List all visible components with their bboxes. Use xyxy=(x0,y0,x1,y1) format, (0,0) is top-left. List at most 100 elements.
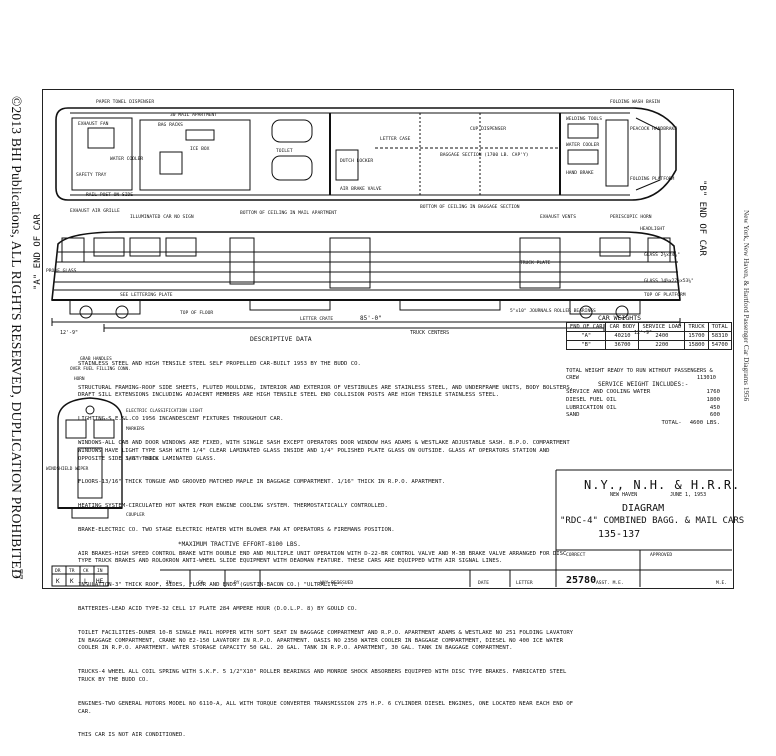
weights-cell: "B" xyxy=(565,340,607,350)
desc-line: THIS CAR IS NOT AIR CONDITIONED. xyxy=(78,732,186,739)
label-electric-class: ELECTRIC CLASSIFICATION LIGHT xyxy=(126,408,203,414)
rev-init-ck: L xyxy=(84,578,88,585)
label-ca: CA xyxy=(198,580,204,586)
label-a-end: "A" END OF CAR xyxy=(33,214,43,290)
descriptive-data: STAINLESS STEEL AND HIGH TENSILE STEEL S… xyxy=(78,345,578,756)
label-asst-me: ASST. M.E. xyxy=(596,580,624,586)
label-grab-handles: GRAB HANDLES xyxy=(80,356,112,362)
svc-value: 1760 xyxy=(706,389,720,395)
weights-header: TOTAL xyxy=(707,322,732,332)
rev-head-dr: DR xyxy=(55,568,61,574)
car-numbers: 135-137 xyxy=(598,529,641,540)
label-rail-post: RAIL POST ON SIDE xyxy=(86,192,133,198)
label-water-cooler-2: WATER COOLER xyxy=(566,142,599,148)
desc-line: HEATING SYSTEM-CIRCULATED HOT WATER FROM… xyxy=(78,503,388,510)
label-headlight: HEADLIGHT xyxy=(640,226,665,232)
svc-total-value: 4600 LBS. xyxy=(689,420,720,427)
label-illum-car-no: ILLUMINATED CAR NO SIGN xyxy=(130,214,194,220)
label-exhaust-grille: EXHAUST AIR GRILLE xyxy=(70,208,120,214)
label-safety-chain: SAFETY CHAIN xyxy=(126,456,158,462)
svc-label: DIESEL FUEL OIL xyxy=(566,396,617,403)
label-hand-brake: HAND BRAKE xyxy=(566,170,594,176)
diagram-heading: DIAGRAM xyxy=(622,503,665,514)
label-glass-2: GLASS 14½x27½x53⅝" xyxy=(644,277,694,284)
weights-cell: 36700 xyxy=(605,340,640,350)
label-approved: APPROVED xyxy=(650,552,672,558)
label-date: DATE xyxy=(478,580,489,586)
diagram-date: JUNE 1, 1953 xyxy=(670,492,707,498)
railroad-location: NEW HAVEN xyxy=(610,492,638,498)
label-markers: MARKERS xyxy=(126,426,145,432)
desc-line: BATTERIES-LEAD ACID TYPE-32 CELL 17 PLAT… xyxy=(78,605,358,612)
label-in: IN xyxy=(166,580,172,586)
label-letter-crate: LETTER CRATE xyxy=(300,316,333,322)
floor-plan xyxy=(55,107,677,201)
desc-line: TOILET FACILITIES-DUNER 10-B SINGLE MAIL… xyxy=(78,629,577,652)
weights-cell: 58310 xyxy=(707,331,732,341)
desc-line: BRAKE-ELECTRIC CO. TWO STAGE ELECTRIC HE… xyxy=(78,526,395,533)
rev-head-in: IN xyxy=(97,568,103,574)
svc-value: 600 xyxy=(709,412,720,419)
svc-total-label: TOTAL- xyxy=(661,420,682,427)
rev-init-tr: K xyxy=(70,578,74,585)
rev-head-ck: CK xyxy=(83,568,89,574)
label-oven-fuel: OVER FUEL FILLING CONN. xyxy=(70,366,131,372)
svc-value: 1800 xyxy=(706,396,720,403)
rev-init-dr: K xyxy=(56,578,60,585)
weights-note: TOTAL WEIGHT READY TO RUN WITHOUT PASSEN… xyxy=(566,368,716,381)
label-b-end: "B" END OF CAR xyxy=(697,180,707,256)
tractive-effort: *MAXIMUM TRACTIVE EFFORT-8100 LBS. xyxy=(178,541,301,548)
label-water-cooler: WATER COOLER xyxy=(110,156,143,162)
label-cup-dispenser: CUP DISPENSER xyxy=(470,126,506,132)
title-block-lines xyxy=(51,469,732,587)
weights-header: END OF CAR xyxy=(565,322,607,332)
weights-cell: 2400 xyxy=(638,331,686,341)
label-top-floor: TOP OF FLOOR xyxy=(180,310,213,316)
desc-line: AIR BRAKES-HIGH SPEED CONTROL BRAKE WITH… xyxy=(78,550,570,565)
label-horn: HORN xyxy=(74,376,85,382)
table-row: "B" 36700 2200 15800 54700 xyxy=(565,340,732,350)
weights-note-text: TOTAL WEIGHT READY TO RUN WITHOUT PASSEN… xyxy=(566,368,713,381)
weights-cell: 2200 xyxy=(638,340,686,350)
desc-line: INSULATION-3" THICK ROOF, SIDES, FLOOR A… xyxy=(78,582,345,589)
diagram-sheet: ©2013 BHI Publications, ALL RIGHTS RESER… xyxy=(9,89,750,738)
label-why-reissued: WHY REISSUED xyxy=(320,580,353,586)
label-top-platform: TOP OF PLATFORM xyxy=(644,292,686,298)
svc-label: SERVICE AND COOLING WATER xyxy=(566,389,651,395)
railroad-name: N.Y., N.H. & H.R.R. xyxy=(584,478,741,492)
desc-line: TRUCKS-4 WHEEL ALL COIL SPRING WITH S.K.… xyxy=(78,669,570,684)
label-proof-glass: PROOF GLASS xyxy=(46,268,77,274)
label-folding-platform: FOLDING PLATFORM xyxy=(630,176,674,182)
table-row: "A" 40210 2400 15700 58310 xyxy=(565,331,732,341)
car-type-name: "RDC-4" COMBINED BAGG. & MAIL CARS xyxy=(560,516,745,526)
desc-line: LIGHTING-S.E.&L.CO 1956 INCANDESCENT FIX… xyxy=(78,416,284,423)
label-truck-plate: TRUCK PLATE xyxy=(520,260,551,266)
label-periscopic-horn: PERISCOPIC HORN xyxy=(610,214,652,220)
weights-header: SERVICE LOAD xyxy=(638,322,686,332)
list-item: SERVICE AND COOLING WATER 1760 xyxy=(566,389,720,397)
label-me: M.E. xyxy=(716,580,727,586)
weights-header: TRUCK xyxy=(684,322,709,332)
svc-label: SAND xyxy=(566,412,580,419)
weights-cell: 40210 xyxy=(605,331,640,341)
label-lettering-plate: SEE LETTERING PLATE xyxy=(120,292,173,298)
desc-line: ENGINES-TWO GENERAL MOTORS MODEL NO 6110… xyxy=(78,700,577,715)
label-dutch-locker: DUTCH LOCKER xyxy=(340,158,373,164)
label-windshield-wiper: WINDSHIELD WIPER xyxy=(46,466,89,472)
desc-line: FLOORS-13/16" THICK TONGUE AND GROOVED M… xyxy=(78,479,446,486)
desc-line: STRUCTURAL FRAMING-ROOF SIDE SHEETS, FLU… xyxy=(78,384,577,399)
drawing-frame xyxy=(42,89,734,589)
label-paper-towel: PAPER TOWEL DISPENSER xyxy=(96,99,154,105)
service-weight-list: SERVICE AND COOLING WATER 1760 DIESEL FUE… xyxy=(566,389,720,428)
label-toilet: TOILET xyxy=(276,148,293,154)
label-mail-apartment: 30 MAIL APARTMENT xyxy=(170,112,217,118)
label-bag-racks: BAG RACKS xyxy=(158,122,183,128)
dim-truck-centers: TRUCK CENTERS xyxy=(410,330,449,336)
label-correct: CORRECT xyxy=(566,552,586,558)
label-ceiling-baggage: BOTTOM OF CEILING IN BAGGAGE SECTION xyxy=(420,204,520,210)
label-exhaust-vents: EXHAUST VENTS xyxy=(540,214,576,220)
label-folding-wash-basin: FOLDING WASH BASIN xyxy=(610,99,660,105)
label-coupler: COUPLER xyxy=(126,512,145,518)
car-drawings: PAPER TOWEL DISPENSER FOLDING WASH BASIN… xyxy=(33,99,732,587)
